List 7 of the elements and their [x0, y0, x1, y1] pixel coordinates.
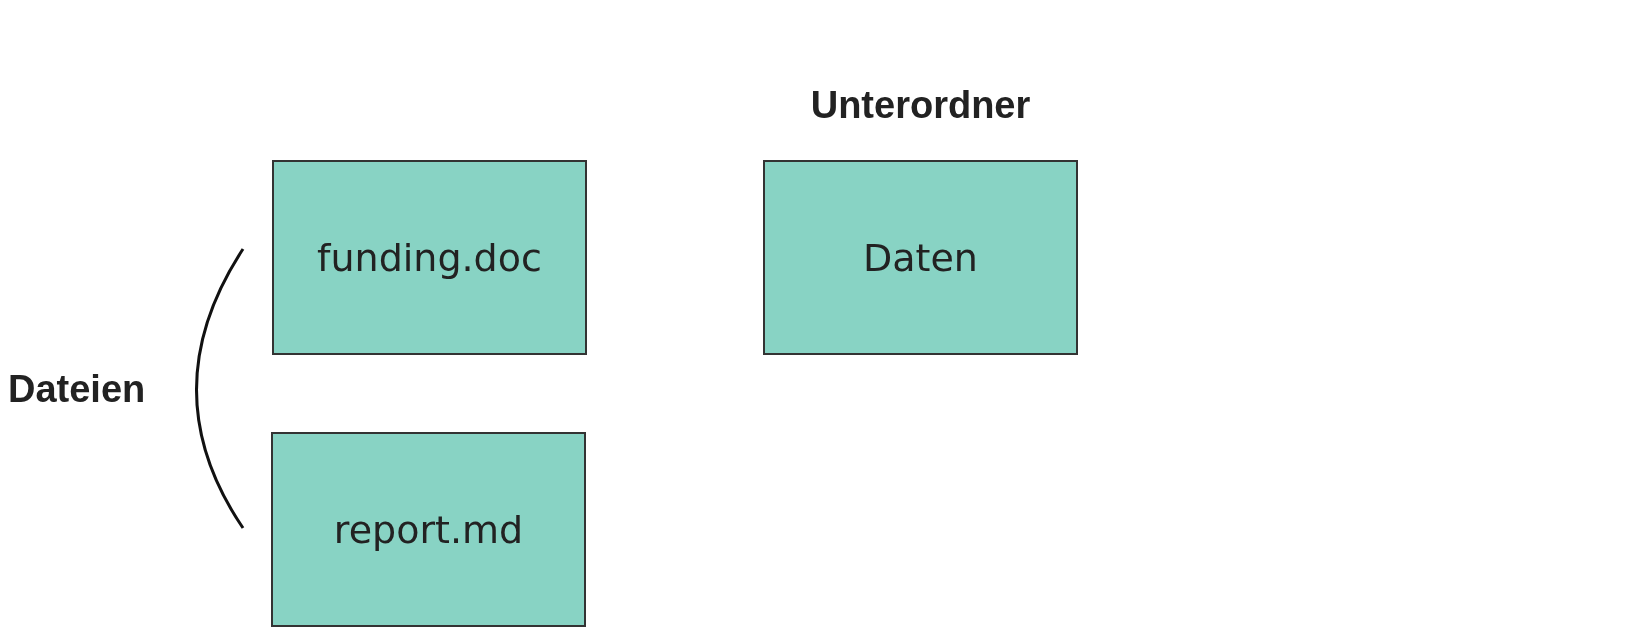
group-label: Dateien — [8, 368, 146, 411]
file-name: Daten — [863, 235, 978, 280]
file-box — [271, 432, 586, 627]
file-box — [272, 160, 587, 355]
file-name: report.md — [333, 507, 524, 552]
file-name: funding.doc — [317, 235, 542, 280]
heading: Unterordner — [809, 84, 1032, 127]
